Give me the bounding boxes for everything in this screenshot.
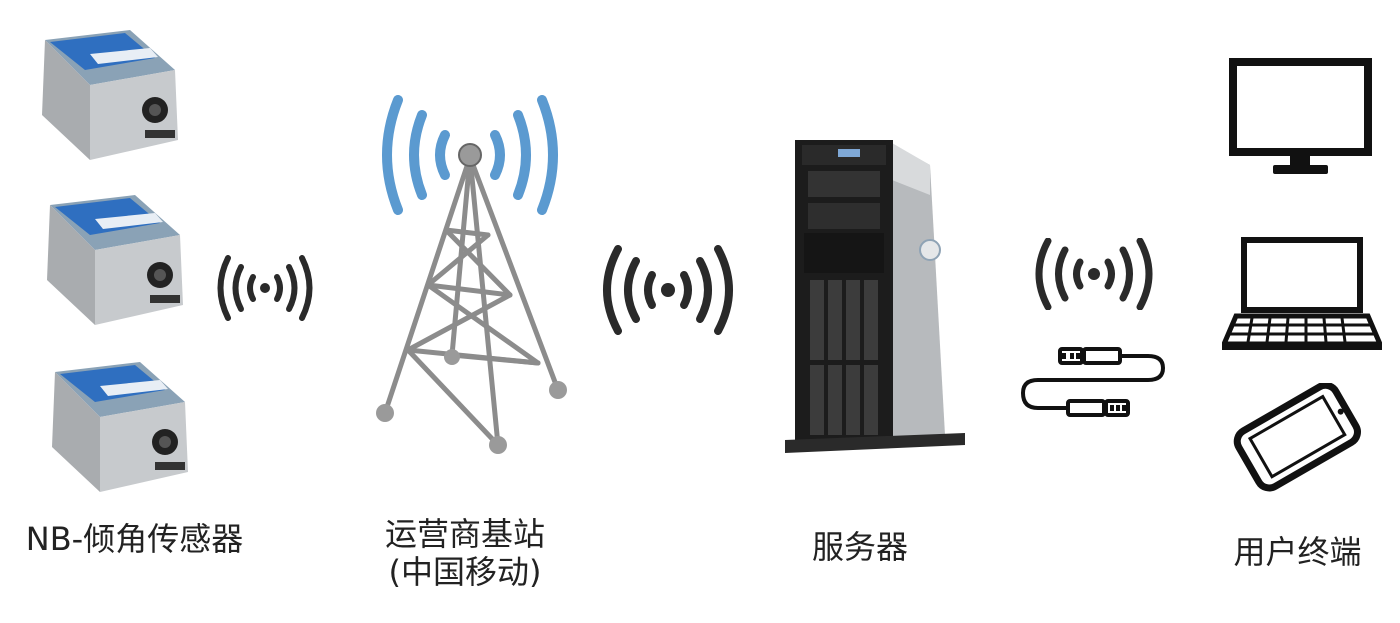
inclinometer-sensor-icon [52,362,188,492]
station-label: 运营商基站 (中国移动) [360,515,570,591]
tower-server-icon [785,140,965,453]
cell-tower-icon [376,95,567,454]
smartphone-icon [1233,383,1361,492]
laptop-icon [1222,237,1382,350]
network-cable-icon [1020,347,1166,417]
terminal-label: 用户终端 [1233,533,1362,571]
station-label-line2: (中国移动) [388,553,542,591]
inclinometer-sensor-icon [42,30,178,160]
wireless-signal-icon [217,255,313,321]
station-label-line1: 运营商基站 [384,515,545,553]
inclinometer-sensor-icon [47,195,183,325]
server-label: 服务器 [811,528,908,566]
wireless-signal-icon [1035,238,1153,310]
sensor-label: NB-倾角传感器 [25,520,244,558]
wireless-signal-icon [603,245,733,335]
monitor-icon [1229,58,1372,174]
